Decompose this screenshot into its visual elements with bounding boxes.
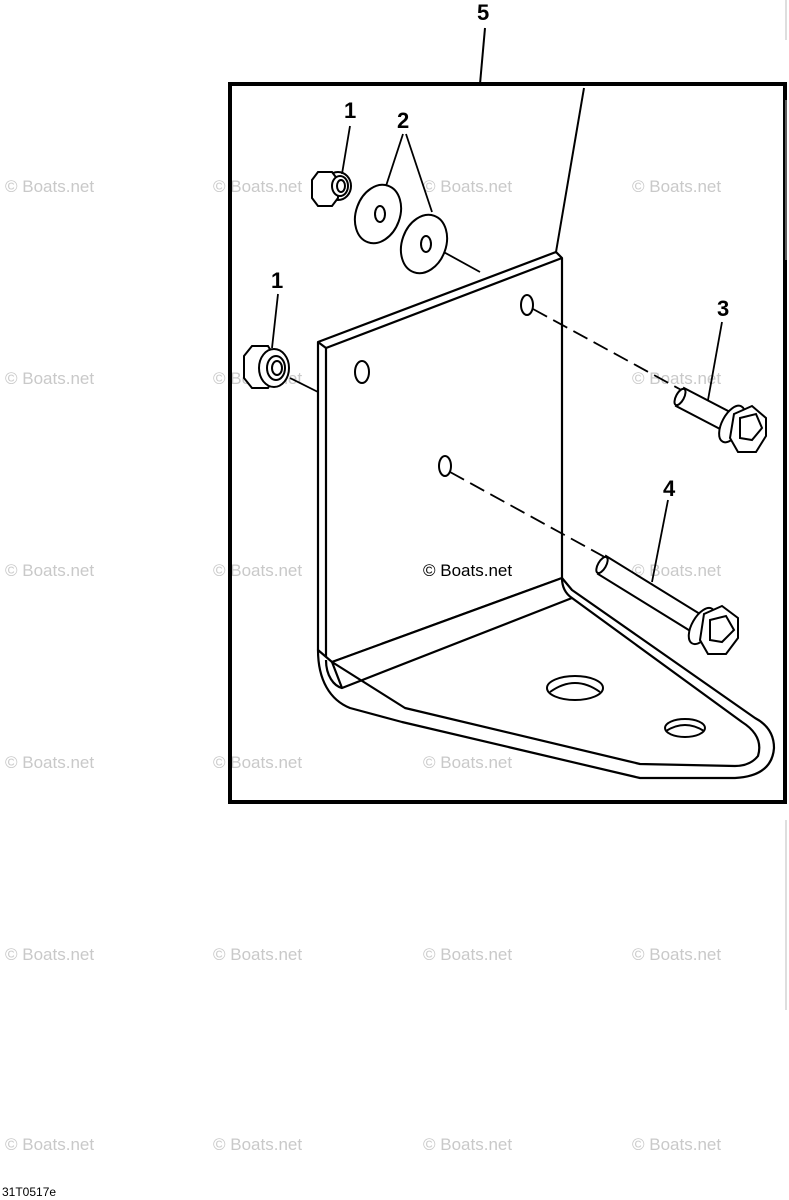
bracket-bend-curve-outer bbox=[560, 577, 573, 599]
bracket-flange-inner-edge bbox=[330, 596, 761, 768]
plate-hole-upper-right bbox=[520, 294, 534, 316]
center-watermark: © Boats.net bbox=[423, 561, 512, 580]
bolt-lower-hex bbox=[698, 604, 739, 655]
diagram-frame bbox=[228, 82, 787, 804]
washer-back-hole bbox=[420, 235, 432, 253]
flange-holes bbox=[546, 675, 706, 738]
watermark: © Boats.net bbox=[5, 945, 94, 964]
watermark: © Boats.net bbox=[5, 369, 94, 388]
callout-leaders bbox=[271, 125, 723, 583]
leader-line-1-lower bbox=[271, 293, 279, 349]
washers bbox=[353, 183, 449, 275]
watermark: © Boats.net bbox=[213, 177, 302, 196]
washer-front-hole bbox=[374, 205, 386, 223]
leader-line-5 bbox=[479, 27, 486, 85]
bolt-upper bbox=[673, 386, 767, 453]
watermark: © Boats.net bbox=[5, 753, 94, 772]
watermark: © Boats.net bbox=[632, 369, 721, 388]
assembly-lines bbox=[289, 249, 686, 561]
centerline-upper-washers bbox=[439, 249, 481, 273]
bolt-lower bbox=[595, 554, 739, 655]
callout-1-lower: 1 bbox=[271, 268, 283, 293]
bracket-horizontal-flange bbox=[316, 576, 776, 780]
watermark: © Boats.net bbox=[5, 561, 94, 580]
bracket-plate-top-edge bbox=[325, 256, 563, 350]
watermark: © Boats.net bbox=[423, 753, 512, 772]
leader-line-1-upper bbox=[341, 125, 351, 175]
leader-line-5-bracket bbox=[555, 87, 585, 253]
callout-3: 3 bbox=[717, 296, 729, 321]
bracket-bend-curve bbox=[324, 659, 343, 690]
bolt-upper-hex-face bbox=[739, 412, 764, 442]
watermark: © Boats.net bbox=[423, 177, 512, 196]
watermark: © Boats.net bbox=[632, 177, 721, 196]
angle-bracket bbox=[316, 250, 776, 780]
centerline-nut-lower bbox=[289, 377, 319, 393]
watermark: © Boats.net bbox=[632, 561, 721, 580]
watermark: © Boats.net bbox=[5, 1135, 94, 1154]
plate-hole-lower bbox=[438, 455, 452, 477]
callout-2: 2 bbox=[397, 108, 409, 133]
watermark: © Boats.net bbox=[423, 1135, 512, 1154]
plate-hole-upper-left bbox=[354, 360, 370, 384]
callout-labels: 5 1 2 1 3 4 bbox=[271, 0, 729, 501]
plate-holes bbox=[354, 294, 534, 477]
flange-nut-lower-bore bbox=[271, 360, 283, 376]
watermark: © Boats.net bbox=[632, 1135, 721, 1154]
leader-line-4 bbox=[651, 499, 669, 583]
bolt-lower-hex-face bbox=[709, 614, 736, 644]
callout-5: 5 bbox=[477, 0, 489, 25]
watermark: © Boats.net bbox=[213, 753, 302, 772]
flange-hole-small-inner bbox=[665, 724, 705, 732]
watermark: © Boats.net bbox=[213, 561, 302, 580]
watermark: © Boats.net bbox=[5, 177, 94, 196]
bolt-lower-tip bbox=[595, 555, 609, 575]
watermark: © Boats.net bbox=[213, 1135, 302, 1154]
callout-1-upper: 1 bbox=[344, 98, 356, 123]
centerline-bolt-3 bbox=[532, 308, 686, 393]
leader-line-2-b bbox=[405, 133, 433, 213]
figure-code: 31T0517e bbox=[2, 1185, 56, 1199]
flange-hole-large-inner bbox=[549, 682, 601, 693]
flange-hole-large bbox=[546, 675, 604, 701]
watermark: © Boats.net bbox=[423, 945, 512, 964]
bolt-upper-tip bbox=[673, 387, 687, 407]
flange-nut-upper-hex bbox=[311, 171, 339, 207]
flange-hole-small bbox=[664, 718, 706, 738]
watermark: © Boats.net bbox=[632, 945, 721, 964]
flange-nut-upper bbox=[311, 171, 352, 207]
flange-nut-lower bbox=[243, 345, 290, 389]
watermark: © Boats.net bbox=[213, 945, 302, 964]
leader-line-2-a bbox=[385, 133, 404, 187]
centerline-bolt-4 bbox=[449, 471, 611, 561]
leader-line-3 bbox=[707, 321, 723, 401]
callout-4: 4 bbox=[663, 476, 676, 501]
flange-nut-upper-bore bbox=[336, 179, 346, 193]
